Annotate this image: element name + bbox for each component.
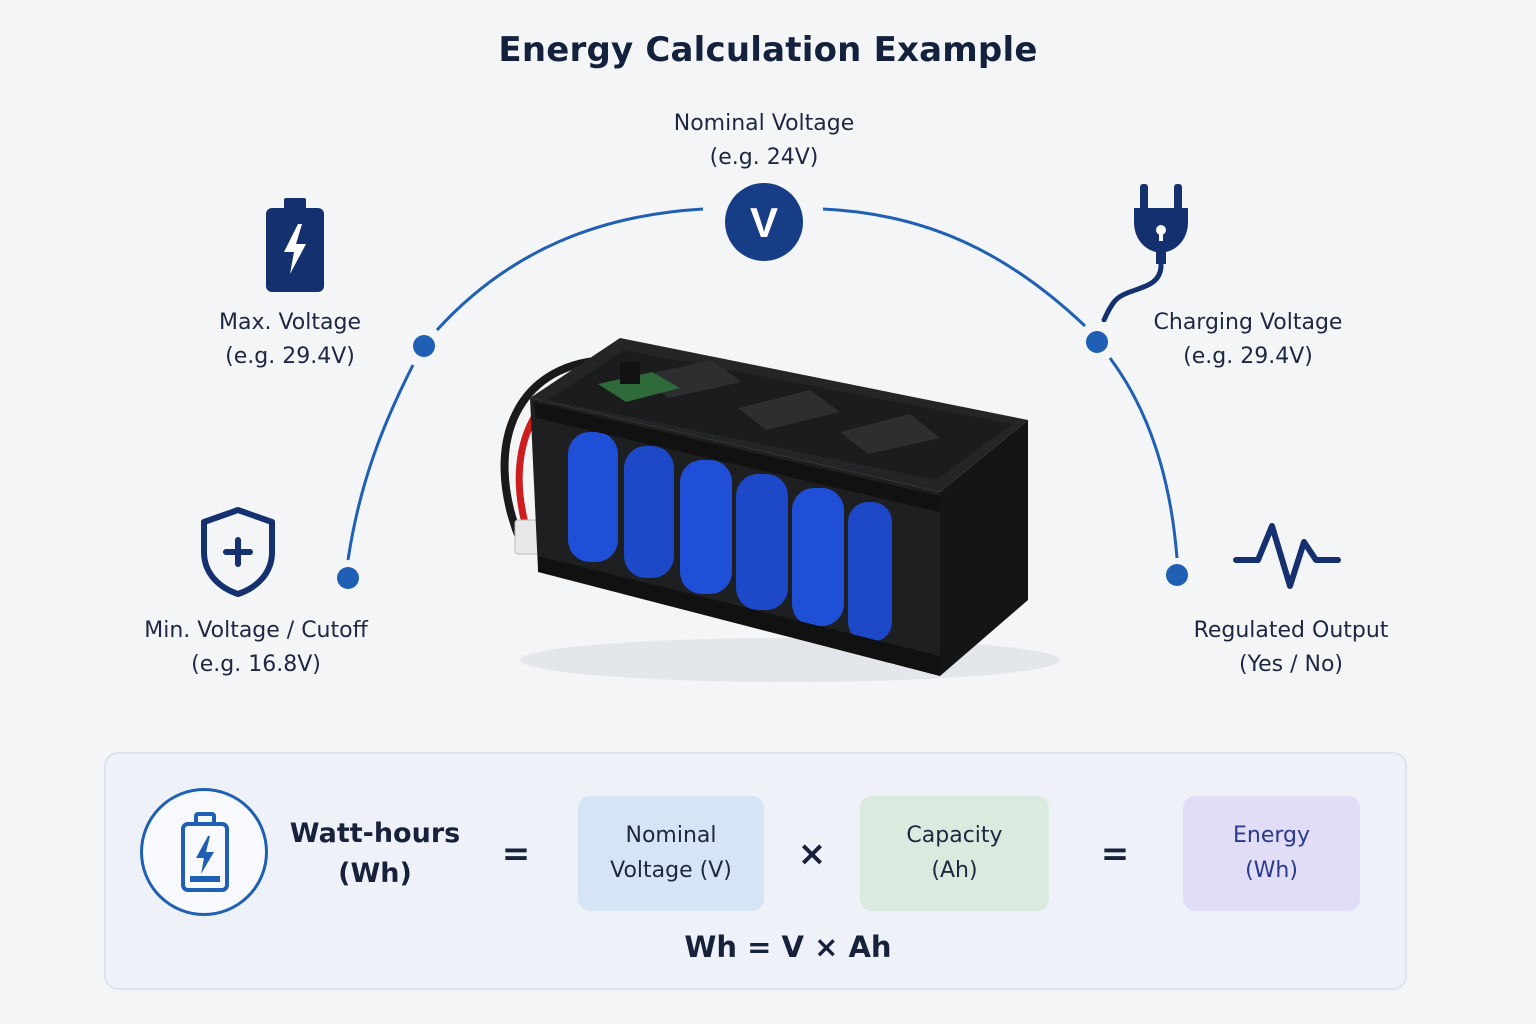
arc-dot-min	[337, 567, 359, 589]
equals-sign-1: =	[501, 834, 531, 874]
arc-dot-charging	[1086, 331, 1108, 353]
battery-charging-icon	[266, 198, 324, 292]
arc-left-upper	[435, 207, 704, 332]
watt-hours-line2: (Wh)	[338, 858, 412, 889]
label-min-line1: Min. Voltage / Cutoff	[144, 618, 368, 643]
label-min-line2: (e.g. 16.8V)	[191, 652, 321, 677]
term-energy: Energy (Wh)	[1183, 796, 1360, 911]
voltage-badge-icon: V	[725, 183, 803, 261]
label-nominal-line2: (e.g. 24V)	[709, 145, 819, 170]
formula-text: Wh = V × Ah	[0, 930, 1536, 964]
label-regulated-line1: Regulated Output	[1193, 618, 1389, 643]
watt-hours-label: Watt-hours (Wh)	[282, 814, 468, 894]
formula-expression: Wh = V × Ah	[684, 930, 892, 964]
term-voltage-line2: Voltage (V)	[610, 858, 732, 883]
label-regulated-line2: (Yes / No)	[1239, 652, 1343, 677]
plug-icon	[1101, 184, 1188, 322]
label-nominal-line1: Nominal Voltage	[673, 111, 855, 136]
label-charging-line2: (e.g. 29.4V)	[1183, 344, 1313, 369]
equals-sign-2: =	[1100, 834, 1130, 874]
watt-hours-line1: Watt-hours	[289, 818, 461, 849]
arc-left-lower	[346, 364, 415, 561]
term-energy-line1: Energy	[1232, 823, 1311, 848]
arc-dot-regulated	[1166, 564, 1188, 586]
arc-right-lower	[1108, 357, 1179, 559]
shield-plus-icon	[201, 507, 275, 597]
battery-cells	[568, 432, 892, 642]
term-energy-line2: (Wh)	[1245, 858, 1298, 883]
battery-outline-icon	[181, 812, 229, 892]
term-nominal-voltage: Nominal Voltage (V)	[578, 796, 764, 911]
arc-right-upper	[822, 207, 1087, 328]
label-max-line2: (e.g. 29.4V)	[225, 344, 355, 369]
label-max-voltage: Max. Voltage (e.g. 29.4V)	[180, 306, 400, 374]
page-title: Energy Calculation Example	[498, 30, 1038, 70]
label-charging-voltage: Charging Voltage (e.g. 29.4V)	[1128, 306, 1368, 374]
label-nominal-voltage: Nominal Voltage (e.g. 24V)	[634, 107, 894, 175]
panel-icon-circle	[140, 788, 268, 916]
term-capacity-line2: (Ah)	[931, 858, 978, 883]
label-max-line1: Max. Voltage	[219, 310, 361, 335]
label-regulated-output: Regulated Output (Yes / No)	[1170, 614, 1412, 682]
arc-dot-max	[413, 335, 435, 357]
label-min-voltage: Min. Voltage / Cutoff (e.g. 16.8V)	[116, 614, 396, 682]
times-sign: ×	[797, 834, 827, 874]
voltage-badge-text: V	[750, 199, 778, 246]
term-voltage-line1: Nominal	[625, 823, 717, 848]
term-capacity-line1: Capacity	[906, 823, 1003, 848]
label-charging-line1: Charging Voltage	[1153, 310, 1343, 335]
waveform-icon	[1233, 523, 1341, 589]
term-capacity: Capacity (Ah)	[860, 796, 1049, 911]
battery-pack-illustration	[500, 338, 1060, 682]
